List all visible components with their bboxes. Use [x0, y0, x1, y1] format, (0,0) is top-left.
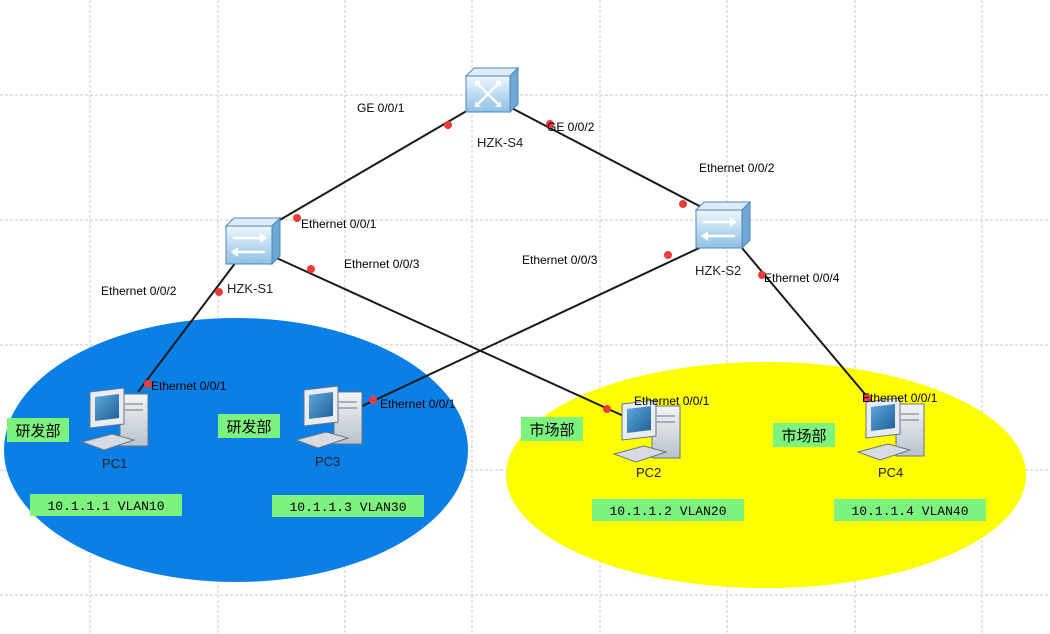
- port-label: Ethernet 0/0/4: [764, 271, 840, 285]
- link-s1-pc2[interactable]: [269, 254, 629, 419]
- port-label: Ethernet 0/0/1: [151, 379, 227, 393]
- pc-icon[interactable]: [612, 399, 681, 463]
- port-label: Ethernet 0/0/3: [522, 253, 598, 267]
- department-badge-bg: [773, 423, 835, 447]
- zone-rd-area[interactable]: [4, 318, 468, 582]
- device-label-pc4: PC4: [878, 465, 903, 480]
- port-dot[interactable]: [444, 121, 452, 129]
- port-label: GE 0/0/1: [357, 101, 405, 115]
- port-dot[interactable]: [215, 288, 223, 296]
- port-label: Ethernet 0/0/1: [862, 391, 938, 405]
- port-dot[interactable]: [144, 380, 152, 388]
- link-s2-pc3[interactable]: [357, 241, 713, 409]
- device-label-s1: HZK-S1: [227, 281, 273, 296]
- address-badge-bg: [272, 495, 424, 517]
- port-label: Ethernet 0/0/1: [301, 217, 377, 231]
- link-s4-s2[interactable]: [499, 101, 708, 211]
- department-badge-bg: [218, 414, 280, 438]
- links: [137, 101, 881, 419]
- port-label: Ethernet 0/0/1: [634, 394, 710, 408]
- port-dot[interactable]: [679, 200, 687, 208]
- address-badge: 10.1.1.3 VLAN30: [289, 500, 406, 515]
- port-dot[interactable]: [758, 271, 766, 279]
- address-badge-bg: [30, 494, 182, 516]
- address-badge: 10.1.1.1 VLAN10: [47, 499, 164, 514]
- device-label-pc3: PC3: [315, 454, 340, 469]
- port-label: GE 0/0/2: [547, 120, 595, 134]
- device-label-pc1: PC1: [102, 456, 127, 471]
- link-s1-pc1[interactable]: [137, 261, 237, 393]
- port-dot[interactable]: [603, 405, 611, 413]
- device-label-s4: HZK-S4: [477, 135, 523, 150]
- pc-icon[interactable]: [80, 387, 149, 451]
- router-switch-icon[interactable]: [464, 66, 520, 114]
- device-label-pc2: PC2: [636, 465, 661, 480]
- department-badge: 市场部: [781, 427, 826, 445]
- port-label: Ethernet 0/0/2: [101, 284, 177, 298]
- port-dot[interactable]: [546, 120, 554, 128]
- address-badge-bg: [834, 499, 986, 521]
- address-badge: 10.1.1.4 VLAN40: [851, 504, 968, 519]
- port-label: Ethernet 0/0/3: [344, 257, 420, 271]
- port-dot[interactable]: [293, 214, 301, 222]
- department-badge-bg: [7, 418, 69, 442]
- switch-icon[interactable]: [224, 216, 282, 266]
- address-badge-bg: [592, 499, 744, 521]
- department-badge: 研发部: [15, 422, 60, 440]
- department-badge-bg: [521, 417, 583, 441]
- pc-icon[interactable]: [856, 397, 925, 461]
- port-label: Ethernet 0/0/1: [380, 397, 456, 411]
- port-dot[interactable]: [369, 396, 377, 404]
- port-dots: [144, 120, 871, 413]
- device-label-s2: HZK-S2: [695, 263, 741, 278]
- department-badge: 研发部: [226, 418, 271, 436]
- switch-icon[interactable]: [694, 200, 752, 250]
- zone-marketing-area[interactable]: [506, 362, 1026, 588]
- port-dot[interactable]: [664, 251, 672, 259]
- department-badge: 市场部: [529, 421, 574, 439]
- address-badge: 10.1.1.2 VLAN20: [609, 504, 726, 519]
- port-label: Ethernet 0/0/2: [699, 161, 775, 175]
- link-s4-s1[interactable]: [265, 101, 483, 229]
- pc-icon[interactable]: [294, 385, 363, 449]
- port-dot[interactable]: [307, 265, 315, 273]
- port-dot[interactable]: [863, 394, 871, 402]
